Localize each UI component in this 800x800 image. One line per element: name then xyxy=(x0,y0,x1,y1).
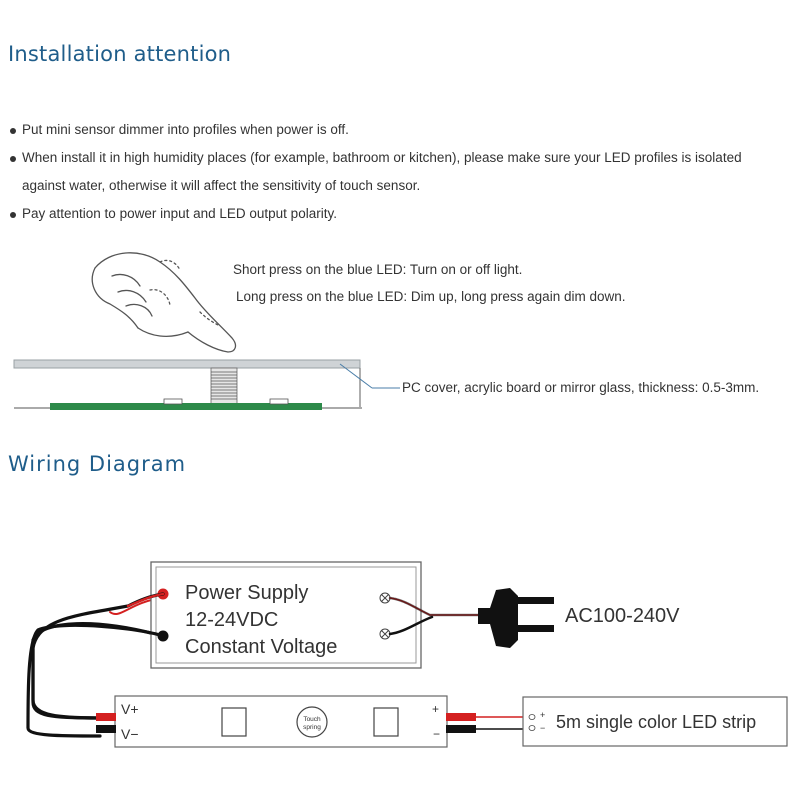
power-supply-type: Constant Voltage xyxy=(185,636,337,658)
pcb-board xyxy=(50,398,322,410)
dimmer-vminus-label: V− xyxy=(121,726,139,742)
ac-terminal-screw xyxy=(379,592,391,604)
dimmer-out-minus: − xyxy=(433,727,440,741)
cover-callout-leader xyxy=(339,363,400,389)
ac-input-wires xyxy=(388,596,482,636)
pc-cover-panel xyxy=(13,359,362,409)
power-supply xyxy=(150,561,422,669)
bullet-item: Pay attention to power input and LED out… xyxy=(8,200,788,228)
finger-illustration xyxy=(91,252,237,353)
led-strip-plus: + xyxy=(540,710,545,720)
led-strip-minus: − xyxy=(540,723,545,733)
dimmer-vplus-label: V+ xyxy=(121,701,139,717)
long-press-note: Long press on the blue LED: Dim up, long… xyxy=(236,289,625,304)
led-strip-box xyxy=(522,696,788,747)
power-supply-title: Power Supply xyxy=(185,582,308,604)
short-press-note: Short press on the blue LED: Turn on or … xyxy=(233,262,522,277)
dimmer-module xyxy=(96,695,476,748)
wiring-title: Wiring Diagram xyxy=(8,452,187,476)
cover-note: PC cover, acrylic board or mirror glass,… xyxy=(402,380,759,395)
led-strip-label: 5m single color LED strip xyxy=(556,712,756,732)
touch-spring-button xyxy=(296,706,328,738)
touch-label-line2: spring xyxy=(303,724,321,731)
plug-icon xyxy=(478,588,554,648)
touch-label-line1: Touch xyxy=(303,716,321,723)
ac-input-label: AC100-240V xyxy=(565,605,680,627)
installation-title: Installation attention xyxy=(8,42,232,66)
bullet-item: Put mini sensor dimmer into profiles whe… xyxy=(8,116,788,144)
ac-terminal-screw xyxy=(379,628,391,640)
installation-bullet-list: Put mini sensor dimmer into profiles whe… xyxy=(8,116,788,228)
bullet-item: When install it in high humidity places … xyxy=(8,144,788,200)
touch-spring xyxy=(210,367,238,405)
output-wires xyxy=(476,716,530,730)
power-supply-voltage: 12-24VDC xyxy=(185,609,278,631)
dimmer-out-plus: + xyxy=(432,702,439,716)
